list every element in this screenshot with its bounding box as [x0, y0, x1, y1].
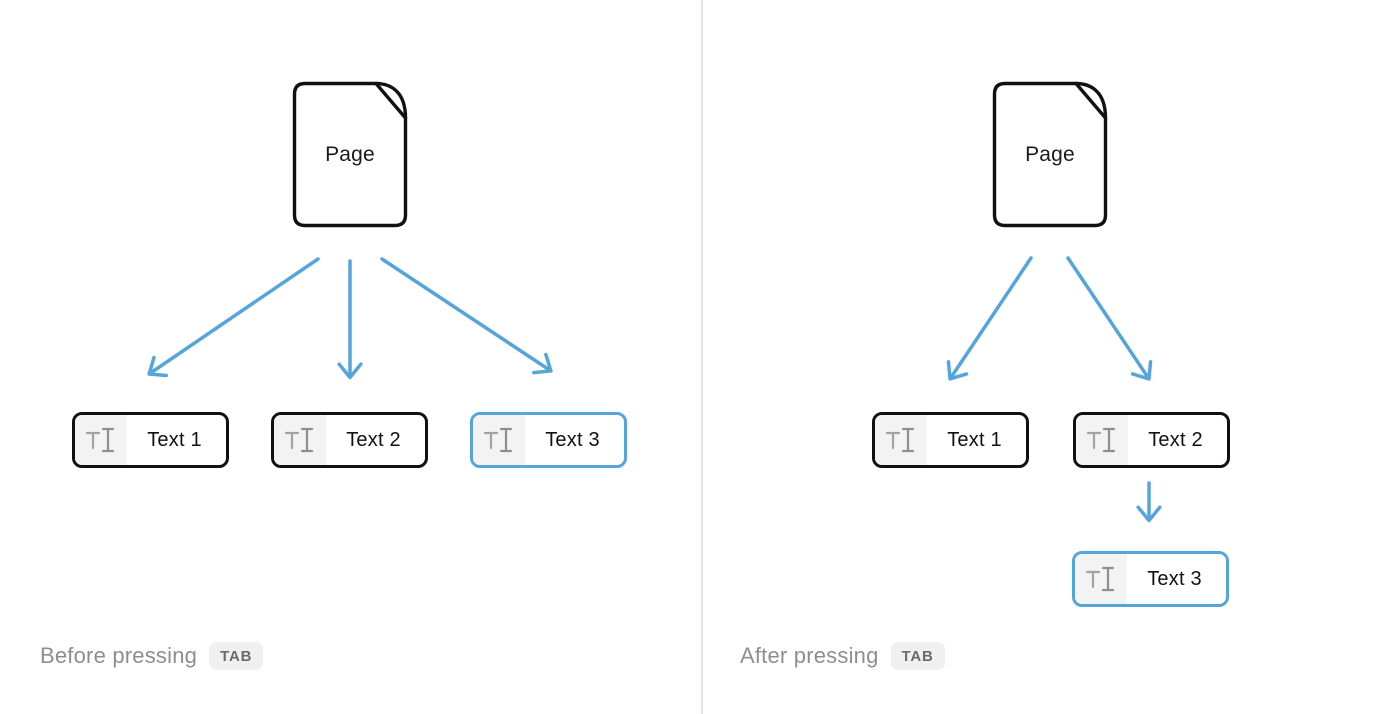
text-cursor-icon [1086, 427, 1116, 453]
caption-after: After pressing TAB [740, 638, 945, 674]
text-block-label: Text 2 [346, 428, 401, 451]
text-block-label: Text 1 [947, 428, 1002, 451]
caption-before: Before pressing TAB [40, 638, 264, 674]
text-block-label: Text 3 [1147, 567, 1202, 590]
text-cursor-icon [885, 427, 915, 453]
arrow-page-to-text3 [380, 257, 553, 375]
text-cursor-icon [483, 427, 513, 453]
text-block-3-selected: Text 3 [470, 412, 627, 468]
text-block-label: Text 2 [1148, 428, 1203, 451]
arrow-page-to-text1 [147, 257, 320, 378]
panel-after-tab: Page Text 1 [702, 0, 1400, 714]
text-block-3-indented: Text 3 [1072, 551, 1229, 607]
document-icon [292, 81, 408, 228]
panel-before-tab: Page Text 1 [40, 81, 627, 674]
tab-key-badge: TAB [890, 642, 945, 670]
text-block-1: Text 1 [872, 412, 1029, 468]
page-node: Page [992, 81, 1108, 228]
page-node: Page [292, 81, 408, 228]
tab-key-badge: TAB [209, 642, 264, 670]
text-cursor-icon [1085, 566, 1115, 592]
panel-divider [701, 0, 703, 714]
text-block-2: Text 2 [271, 412, 428, 468]
arrow-page-to-text2 [1066, 256, 1153, 381]
caption-text: Before pressing [40, 643, 198, 668]
text-block-2: Text 2 [1073, 412, 1230, 468]
text-block-label: Text 3 [545, 428, 600, 451]
text-cursor-icon [85, 427, 115, 453]
text-block-1: Text 1 [72, 412, 229, 468]
page-label: Page [1025, 142, 1075, 166]
page-label: Page [325, 142, 375, 166]
arrow-page-to-text1 [946, 256, 1033, 381]
text-block-label: Text 1 [147, 428, 202, 451]
caption-text: After pressing [740, 643, 879, 668]
document-icon [992, 81, 1108, 228]
text-cursor-icon [284, 427, 314, 453]
